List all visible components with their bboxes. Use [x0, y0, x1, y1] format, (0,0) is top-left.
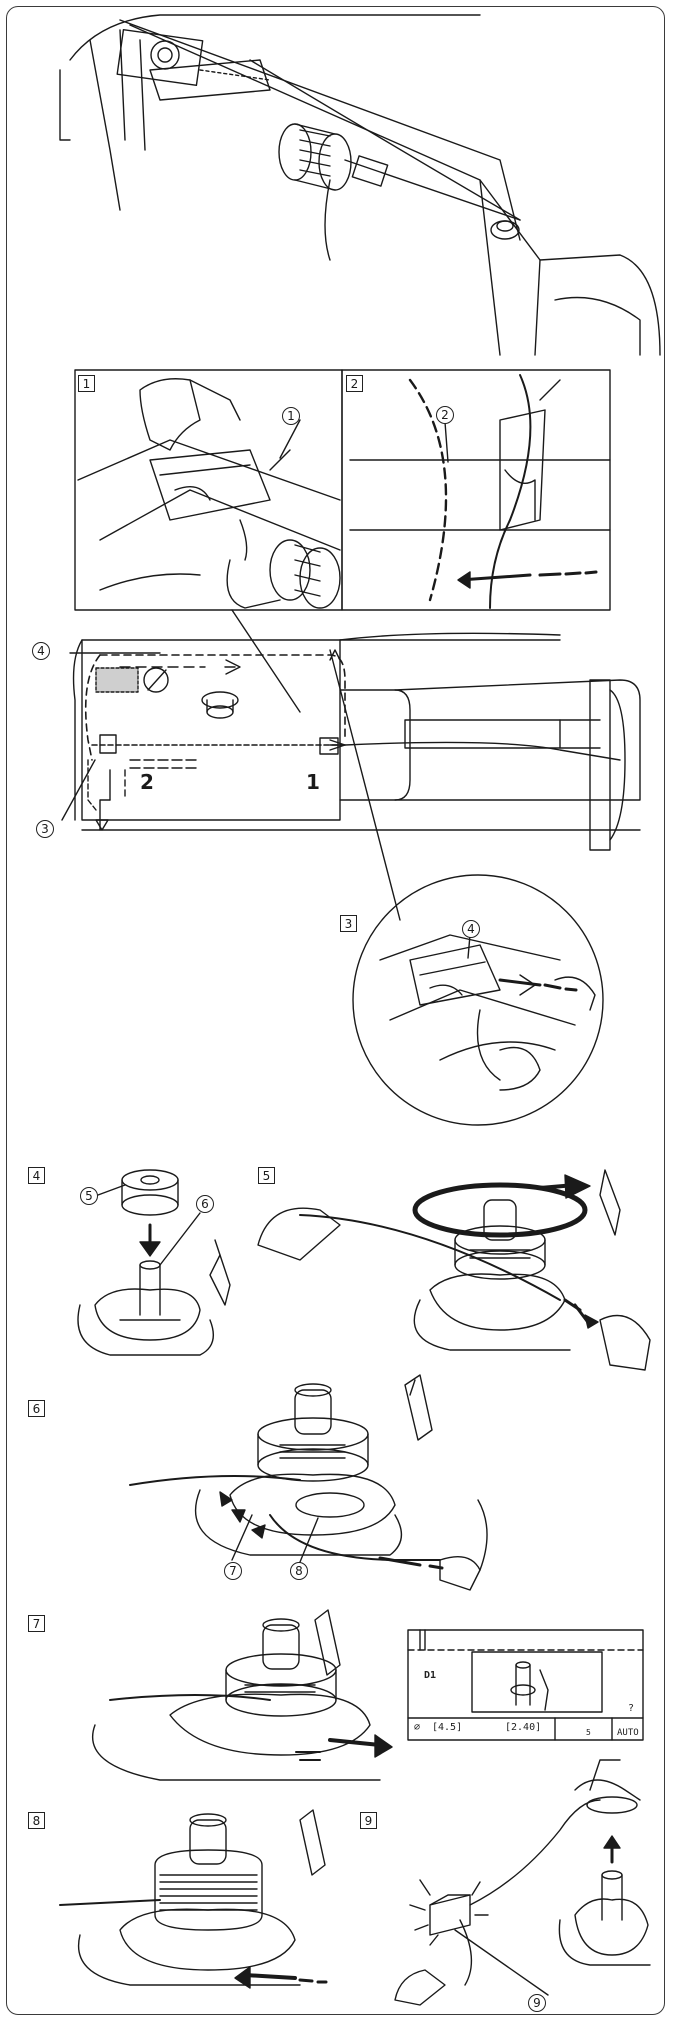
callout-marker: 6 — [196, 1195, 214, 1213]
lcd-small-value: 5 — [586, 1728, 591, 1737]
callout-marker: 9 — [528, 1994, 546, 2012]
leader-line — [231, 609, 301, 713]
step2-illustration — [349, 374, 611, 609]
leader-line — [61, 759, 96, 821]
lcd-width-value: [4.5] — [432, 1722, 463, 1733]
step-number-box: 5 — [258, 1167, 275, 1184]
callout-marker: 4 — [32, 642, 50, 660]
callout-marker: 8 — [290, 1562, 308, 1580]
step-number-box: 8 — [28, 1812, 45, 1829]
leader-line — [97, 1184, 126, 1196]
step3-illustration — [379, 934, 596, 1091]
page-frame — [6, 6, 665, 2015]
callout-marker: 7 — [224, 1562, 242, 1580]
callout-marker: 3 — [36, 820, 54, 838]
lcd-auto-label: AUTO — [617, 1728, 639, 1738]
step-number-box: 6 — [28, 1400, 45, 1417]
leader-line — [231, 1514, 253, 1561]
threading-diagram — [72, 632, 641, 851]
step1-illustration — [77, 378, 341, 609]
step-number-box: 9 — [360, 1812, 377, 1829]
leader-line — [454, 1929, 549, 1996]
leader-line — [467, 934, 471, 959]
step5-illustration — [257, 1169, 651, 1371]
leader-line — [444, 421, 449, 463]
lcd-mode-label: D1 — [424, 1670, 437, 1681]
step8-illustration — [59, 1809, 328, 1989]
step3-detail-circle — [352, 874, 604, 1126]
step7-illustration — [91, 1609, 644, 1781]
leader-line — [159, 1212, 201, 1266]
step-number-box: 4 — [28, 1167, 45, 1184]
path-label: 2 — [140, 770, 154, 794]
machine-top-illustration — [59, 14, 661, 356]
step-number-box: 3 — [340, 915, 357, 932]
callout-marker: 1 — [282, 407, 300, 425]
lcd-length-value: [2.40] — [505, 1722, 542, 1733]
step-number-box: 7 — [28, 1615, 45, 1632]
step2-panel — [341, 369, 611, 611]
step-number-box: 1 — [78, 375, 95, 392]
leader-line — [279, 419, 301, 459]
lcd-screen — [407, 1629, 644, 1741]
callout-marker: 5 — [80, 1187, 98, 1205]
callout-marker: 2 — [436, 406, 454, 424]
callout-marker: 4 — [462, 920, 480, 938]
step6-illustration — [129, 1374, 488, 1591]
step9-illustration — [394, 1759, 651, 2006]
step4-illustration — [77, 1169, 231, 1356]
leader-line — [299, 1517, 319, 1563]
lcd-width-icon: ⌀ — [414, 1722, 421, 1733]
step-number-box: 2 — [346, 375, 363, 392]
step1-panel — [74, 369, 343, 611]
leader-line — [329, 649, 401, 921]
path-label: 1 — [306, 770, 320, 794]
lcd-help-icon: ? — [628, 1703, 635, 1714]
